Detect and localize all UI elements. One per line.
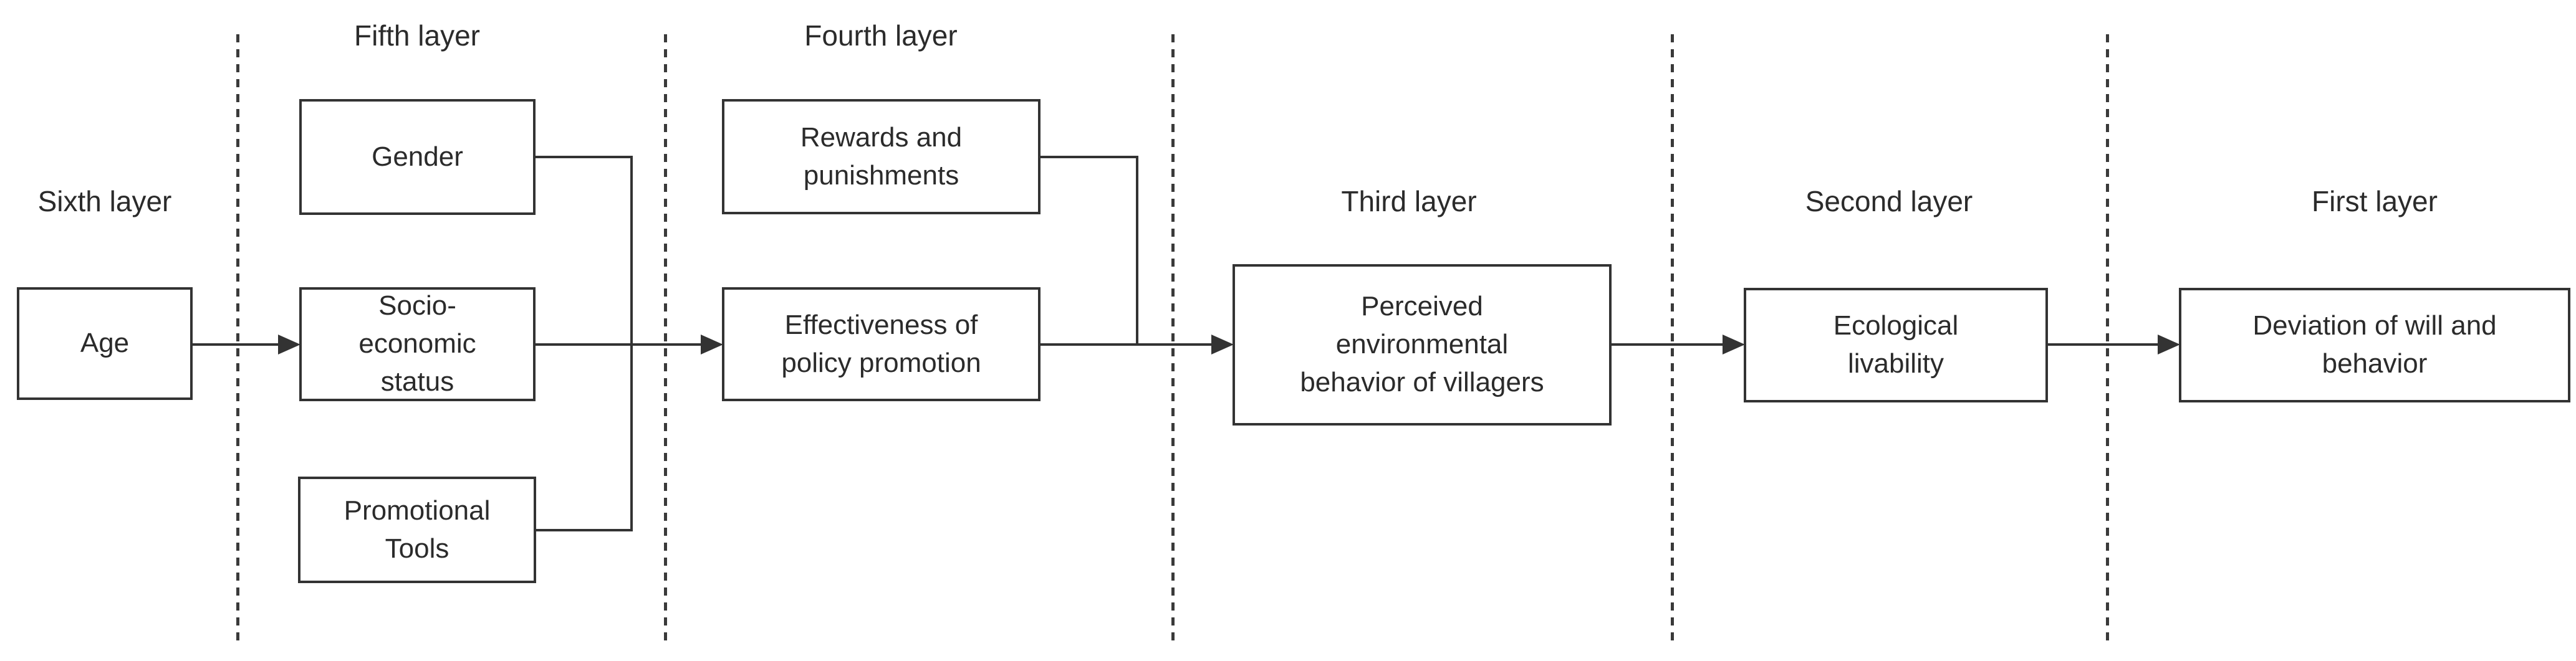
- layer-separator-5: [2106, 34, 2109, 645]
- node-rewards-and-punishments: Rewards and punishments: [722, 99, 1040, 214]
- node-age: Age: [17, 287, 193, 400]
- layer-label-second: Second layer: [1805, 185, 1973, 217]
- node-effectiveness-of-policy-promotion-label: Effectiveness of policy promotion: [781, 309, 981, 378]
- layer-separator-3: [1171, 34, 1175, 645]
- node-rewards-and-punishments-label: Rewards and punishments: [800, 121, 963, 191]
- connector-rewards-out: [1040, 156, 1138, 158]
- connector-age-out: [193, 343, 281, 346]
- connector-perceived-behavior-out: [1612, 343, 1724, 346]
- arrowhead-into-effectiveness: [701, 335, 723, 354]
- node-deviation-of-will-and-behavior-label: Deviation of will and behavior: [2252, 310, 2497, 379]
- node-gender: Gender: [299, 99, 536, 215]
- layer-label-fourth: Fourth layer: [804, 19, 958, 52]
- node-promotional-tools-label: Promotional Tools: [344, 495, 491, 564]
- layer-separator-2: [664, 34, 667, 645]
- connector-effectiveness-out: [1040, 343, 1213, 346]
- layer-label-first: First layer: [2312, 185, 2438, 217]
- connector-fourth-layer-merge: [1136, 156, 1138, 346]
- node-socioeconomic-status-label: Socio- economic status: [358, 290, 476, 397]
- arrowhead-into-socioeconomic: [278, 335, 300, 354]
- connector-gender-out: [536, 156, 633, 158]
- connector-promotional-tools-out: [536, 529, 633, 531]
- node-ecological-livability-label: Ecological livability: [1833, 310, 1959, 379]
- node-deviation-of-will-and-behavior: Deviation of will and behavior: [2179, 288, 2570, 402]
- node-age-label: Age: [80, 328, 130, 359]
- connector-ecological-livability-out: [2048, 343, 2159, 346]
- node-gender-label: Gender: [372, 141, 463, 172]
- layer-label-sixth: Sixth layer: [37, 185, 172, 217]
- layer-separator-1: [236, 34, 239, 645]
- layer-label-third: Third layer: [1341, 185, 1477, 217]
- node-promotional-tools: Promotional Tools: [298, 477, 536, 583]
- node-effectiveness-of-policy-promotion: Effectiveness of policy promotion: [722, 287, 1040, 401]
- arrowhead-into-ecological-livability: [1723, 335, 1745, 354]
- node-socioeconomic-status: Socio- economic status: [299, 287, 536, 401]
- layer-label-fifth: Fifth layer: [354, 19, 480, 52]
- connector-socioeconomic-out: [536, 343, 702, 346]
- node-perceived-environmental-behavior-label: Perceived environmental behavior of vill…: [1300, 291, 1544, 397]
- layer-separator-4: [1671, 34, 1674, 645]
- node-perceived-environmental-behavior: Perceived environmental behavior of vill…: [1233, 264, 1612, 426]
- arrowhead-into-deviation: [2158, 335, 2180, 354]
- arrowhead-into-perceived-behavior: [1211, 335, 1234, 354]
- node-ecological-livability: Ecological livability: [1744, 288, 2048, 402]
